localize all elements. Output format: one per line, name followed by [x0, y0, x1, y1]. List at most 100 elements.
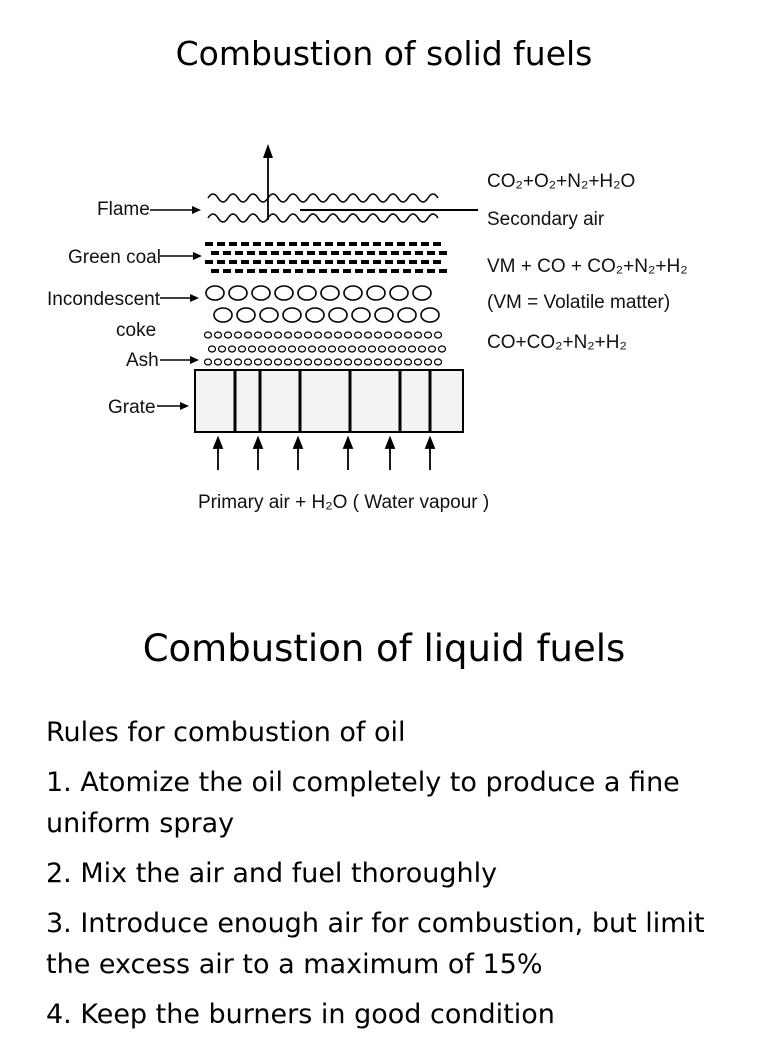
- green-coal-piece: [361, 242, 369, 246]
- green-coal-piece: [217, 242, 225, 246]
- green-coal-piece: [409, 260, 417, 264]
- ash-particle: [407, 345, 417, 353]
- green-coal-piece: [259, 251, 267, 255]
- ash-particle: [293, 331, 303, 339]
- ash-particle: [333, 358, 343, 366]
- ash-particle: [343, 331, 353, 339]
- green-coal-piece: [439, 251, 447, 255]
- green-coal-piece: [289, 260, 297, 264]
- green-coal-piece: [313, 242, 321, 246]
- note-vm: VM + CO + CO₂+N₂+H₂: [487, 256, 688, 277]
- green-coal-piece: [307, 269, 315, 273]
- green-coal-piece: [313, 260, 321, 264]
- green-coal-piece: [235, 269, 243, 273]
- ash-particle: [303, 331, 313, 339]
- ash-particle: [217, 345, 227, 353]
- green-coal-piece: [289, 242, 297, 246]
- green-coal-piece: [205, 242, 213, 246]
- green-coal-piece: [283, 251, 291, 255]
- ash-particle: [243, 358, 253, 366]
- coke-piece: [366, 285, 386, 301]
- green-coal-piece: [415, 251, 423, 255]
- incandescent-coke-layer: [205, 285, 440, 323]
- green-coal-piece: [277, 260, 285, 264]
- note-secondary-air: Secondary air: [487, 209, 605, 230]
- coke-piece: [351, 307, 371, 323]
- green-coal-piece: [421, 260, 429, 264]
- green-coal-piece: [331, 269, 339, 273]
- primary-air-arrows: [212, 435, 436, 470]
- ash-particle: [313, 331, 323, 339]
- label-incandescent: Incondescent: [47, 289, 161, 310]
- ash-layer: [203, 331, 447, 366]
- coke-piece: [236, 307, 256, 323]
- ash-particle: [393, 358, 403, 366]
- green-coal-piece: [349, 260, 357, 264]
- green-coal-piece: [331, 251, 339, 255]
- green-coal-piece: [385, 260, 393, 264]
- label-green-coal: Green coal: [68, 247, 161, 268]
- label-flame: Flame: [97, 199, 150, 220]
- ash-particle: [263, 331, 273, 339]
- label-coke: coke: [116, 320, 156, 341]
- ash-particle: [343, 358, 353, 366]
- green-coal-piece: [211, 269, 219, 273]
- green-coal-piece: [325, 242, 333, 246]
- ash-particle: [283, 358, 293, 366]
- ash-particle: [433, 358, 443, 366]
- label-primary-air: Primary air + H₂O ( Water vapour ): [198, 492, 489, 513]
- ash-particle: [423, 331, 433, 339]
- ash-particle: [397, 345, 407, 353]
- coke-piece: [328, 307, 348, 323]
- ash-particle: [313, 358, 323, 366]
- green-coal-piece: [295, 251, 303, 255]
- ash-particle: [323, 331, 333, 339]
- ash-particle: [303, 358, 313, 366]
- green-coal-piece: [421, 242, 429, 246]
- label-ash: Ash: [126, 350, 159, 371]
- ash-particle: [357, 345, 367, 353]
- ash-particle: [373, 331, 383, 339]
- green-coal-piece: [373, 242, 381, 246]
- ash-particle: [253, 358, 263, 366]
- rule-item: 1. Atomize the oil completely to produce…: [46, 767, 680, 839]
- green-coal-piece: [397, 242, 405, 246]
- ash-particle: [333, 331, 343, 339]
- ash-particle: [393, 331, 403, 339]
- ash-particle: [227, 345, 237, 353]
- green-coal-piece: [247, 269, 255, 273]
- green-coal-piece: [265, 242, 273, 246]
- green-coal-piece: [253, 260, 261, 264]
- green-coal-piece: [229, 260, 237, 264]
- coke-piece: [320, 285, 340, 301]
- ash-particle: [363, 358, 373, 366]
- ash-particle: [203, 331, 213, 339]
- green-coal-piece: [253, 242, 261, 246]
- green-coal-piece: [271, 269, 279, 273]
- solid-fuel-combustion-diagram: Flame Green coal Incondescent coke Ash G…: [47, 144, 688, 513]
- ash-particle: [373, 358, 383, 366]
- coke-piece: [420, 307, 440, 323]
- green-coal-piece: [247, 251, 255, 255]
- coke-piece: [412, 285, 432, 301]
- coke-piece: [205, 285, 225, 301]
- green-coal-piece: [379, 269, 387, 273]
- ash-particle: [243, 331, 253, 339]
- green-coal-piece: [355, 251, 363, 255]
- green-coal-piece: [223, 251, 231, 255]
- coke-piece: [274, 285, 294, 301]
- green-coal-piece: [385, 242, 393, 246]
- coke-piece: [259, 307, 279, 323]
- coke-piece: [228, 285, 248, 301]
- ash-particle: [367, 345, 377, 353]
- ash-particle: [387, 345, 397, 353]
- flame-waves: [207, 193, 439, 223]
- ash-particle: [383, 331, 393, 339]
- ash-particle: [253, 331, 263, 339]
- ash-particle: [337, 345, 347, 353]
- green-coal-piece: [295, 269, 303, 273]
- ash-particle: [223, 358, 233, 366]
- coke-piece: [343, 285, 363, 301]
- rule-item: 3. Introduce enough air for combustion, …: [46, 908, 705, 980]
- ash-particle: [267, 345, 277, 353]
